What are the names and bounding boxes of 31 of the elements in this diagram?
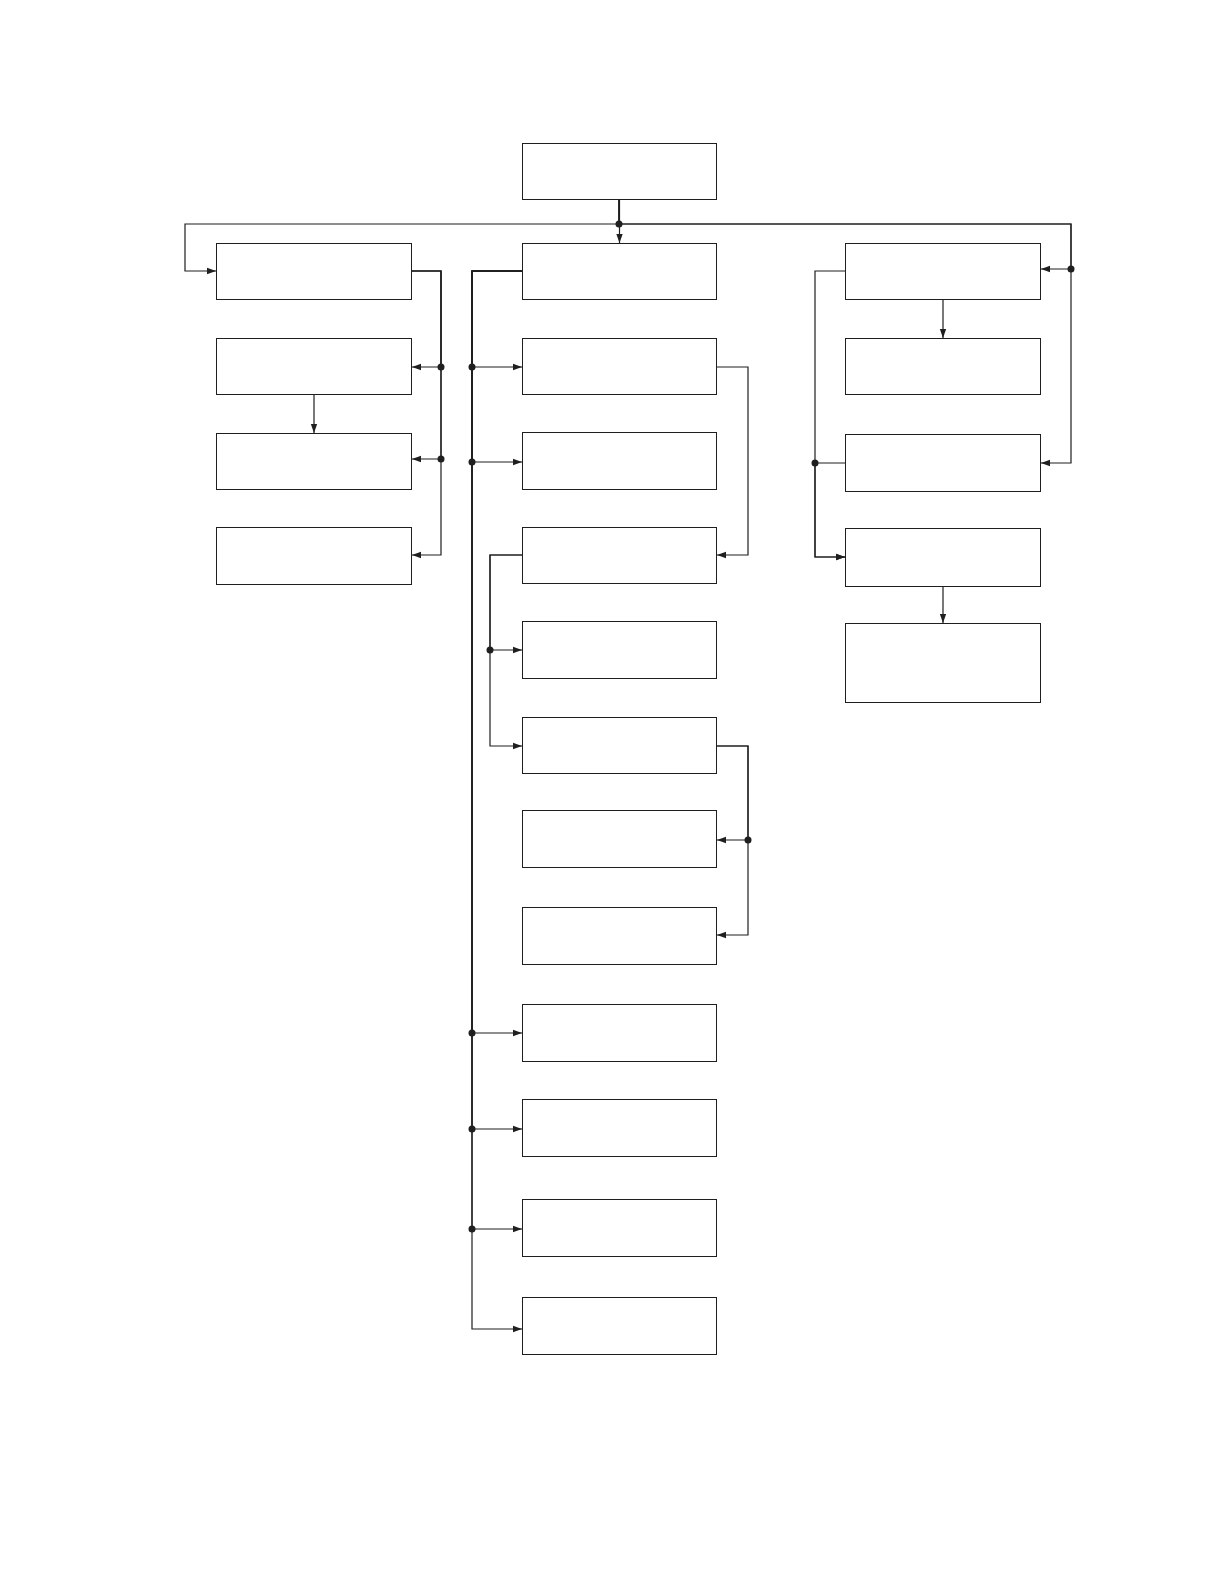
empty-box xyxy=(522,1199,717,1257)
arrow xyxy=(939,299,947,339)
arrow xyxy=(310,394,318,434)
empty-box xyxy=(522,621,717,679)
arrow xyxy=(618,199,1072,467)
empty-box xyxy=(216,243,412,300)
empty-box xyxy=(522,1297,717,1355)
empty-box xyxy=(522,143,717,200)
arrow xyxy=(411,270,442,559)
empty-box xyxy=(522,432,717,490)
empty-box xyxy=(522,1004,717,1062)
empty-box xyxy=(522,527,717,584)
empty-box xyxy=(845,338,1041,395)
empty-box xyxy=(522,338,717,395)
empty-box xyxy=(845,434,1041,492)
empty-box xyxy=(845,243,1041,300)
empty-box xyxy=(845,623,1041,703)
arrow xyxy=(939,586,947,624)
empty-box xyxy=(216,527,412,585)
empty-box xyxy=(522,810,717,868)
empty-box xyxy=(522,907,717,965)
arrow xyxy=(716,745,749,939)
empty-box xyxy=(522,717,717,774)
arrow xyxy=(489,554,523,750)
arrow xyxy=(814,462,846,561)
empty-box xyxy=(845,528,1041,587)
empty-box xyxy=(522,243,717,300)
empty-box xyxy=(522,1099,717,1157)
arrow xyxy=(716,366,749,559)
empty-box xyxy=(216,433,412,490)
empty-box xyxy=(216,338,412,395)
